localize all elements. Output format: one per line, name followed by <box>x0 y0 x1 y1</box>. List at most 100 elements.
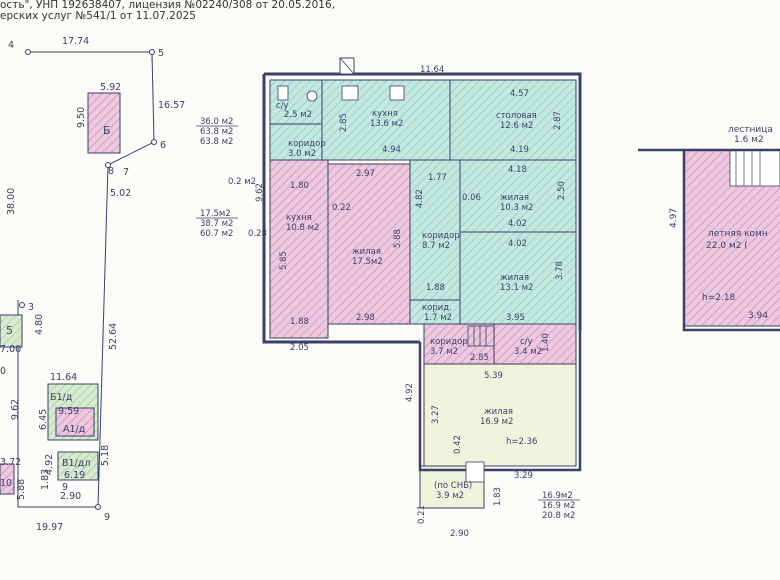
dimension: 17.74 <box>62 36 89 47</box>
point-label: 3 <box>28 302 34 313</box>
room-area: 13.1 м2 <box>500 283 533 293</box>
point-label: 6 <box>160 140 166 151</box>
room-dining <box>449 79 577 161</box>
room-area: 8.7 м2 <box>422 241 450 251</box>
room-area: 3.0 м2 <box>288 149 316 159</box>
sink-icon <box>306 90 318 102</box>
dimension: 4.19 <box>510 145 529 155</box>
room-area: 12.6 м2 <box>500 121 533 131</box>
dimension: 3.95 <box>506 313 525 323</box>
room-living-yellow <box>423 363 577 467</box>
area-notes: 36.0 м2 63.8 м2 63.8 м2 17.5м2 38.7 м2 6… <box>196 117 580 521</box>
dimension: 52.64 <box>108 323 119 350</box>
area-note: 20.8 м2 <box>542 511 575 521</box>
dimension: 4.94 <box>382 145 401 155</box>
dimension: 4.02 <box>508 219 527 229</box>
dimension: 3.94 <box>748 311 768 321</box>
room-name: жилая <box>500 273 529 283</box>
dimension: 4.92 <box>44 454 55 475</box>
stairs <box>467 325 495 347</box>
dimension: 11.64 <box>50 372 77 383</box>
stair-area: 1.6 м2 <box>734 135 764 145</box>
point-label: 9 <box>104 512 110 523</box>
room-bath-2 <box>493 323 577 365</box>
dimension: 4.92 <box>405 383 415 402</box>
dimension: 3.29 <box>514 471 533 481</box>
toilet-icon <box>277 85 289 101</box>
dimension: 4.02 <box>508 239 527 249</box>
dimension: 1.40 <box>541 333 551 352</box>
dimension: 5.88 <box>393 229 403 248</box>
building-label: 10 <box>0 478 12 489</box>
dimension: 4.97 <box>669 208 679 228</box>
dimension: 5.02 <box>110 188 131 199</box>
area-note: 17.5м2 <box>200 209 231 219</box>
dimension: 0.21 <box>417 505 427 524</box>
dimension: 9.62 <box>255 183 265 202</box>
room-area: 13.6 м2 <box>370 119 403 129</box>
stove-icon <box>341 85 359 101</box>
summer-room-name: летняя комн <box>708 229 768 239</box>
header-line-2: ерских услуг №541/1 от 11.07.2025 <box>0 10 196 22</box>
dimension: 5.88 <box>16 479 27 500</box>
building-label: Б1/д <box>50 392 73 403</box>
room-area: 10.8 м2 <box>286 223 319 233</box>
dimension: 9.59 <box>58 406 79 417</box>
site-plan <box>0 49 157 510</box>
dimension: 11.64 <box>420 65 444 75</box>
dimension: 0.42 <box>453 435 463 454</box>
header: ость", УНП 192638407, лицензия №02240/30… <box>0 0 335 22</box>
dimension: 1.80 <box>290 181 309 191</box>
dimension: 2.90 <box>60 491 81 502</box>
attic-stairs <box>735 150 761 186</box>
dimension: 1.88 <box>290 317 309 327</box>
point-label: 4 <box>8 40 14 51</box>
dimension: 5.18 <box>100 445 111 466</box>
point-label: 7 <box>123 167 129 178</box>
stair-label: лестница <box>728 125 773 135</box>
stair-box <box>729 149 780 187</box>
dimension: 2.98 <box>356 313 375 323</box>
area-note: 36.0 м2 <box>200 117 233 127</box>
dimension: 2.85 <box>470 353 489 363</box>
dimension: 4.80 <box>34 314 45 335</box>
dimension: 5.92 <box>100 82 121 93</box>
building-label: Б <box>103 124 111 137</box>
outer-wall <box>418 330 582 472</box>
dimension: 1.83 <box>40 469 51 490</box>
sink-icon <box>389 85 405 101</box>
building-left-bottom <box>0 463 15 495</box>
dimension: 1.83 <box>493 487 503 506</box>
room-living-3 <box>459 159 577 233</box>
outer-wall <box>264 72 582 330</box>
building-label: А1/д <box>63 424 86 435</box>
point-label: 8 <box>108 166 114 177</box>
dimension: 4.82 <box>415 189 425 208</box>
building-v1dl <box>57 451 99 481</box>
dimension: 0.06 <box>462 193 481 203</box>
stove-icon <box>465 461 485 483</box>
point-label: 5 <box>158 48 164 59</box>
building-left-small <box>0 314 23 348</box>
dimension: 2.05 <box>290 343 309 353</box>
room-labels: кухня 13.6 м2 столовая 12.6 м2 коридор 3… <box>276 101 542 501</box>
dimension: 9.50 <box>76 107 87 128</box>
dimension: 7.00 <box>0 344 21 355</box>
room-area: 17.5м2 <box>352 257 383 267</box>
room-name: жилая <box>484 407 513 417</box>
dimension: 0.28 <box>248 229 267 239</box>
dimension: 9.62 <box>10 399 21 420</box>
area-note: 63.8 м2 <box>200 127 233 137</box>
dimension: 5.39 <box>484 371 503 381</box>
dimension: 2.97 <box>356 169 375 179</box>
dimension: 2.87 <box>553 111 563 130</box>
dimension: 1.77 <box>428 173 447 183</box>
outer-wall <box>262 74 420 344</box>
room-name: жилая <box>352 247 381 257</box>
dimension: 6.19 <box>64 470 85 481</box>
dimension: 3.27 <box>431 405 441 424</box>
dimension: 16.57 <box>158 100 185 111</box>
room-name: коридор <box>430 337 468 347</box>
dimension: 2.50 <box>557 181 567 200</box>
